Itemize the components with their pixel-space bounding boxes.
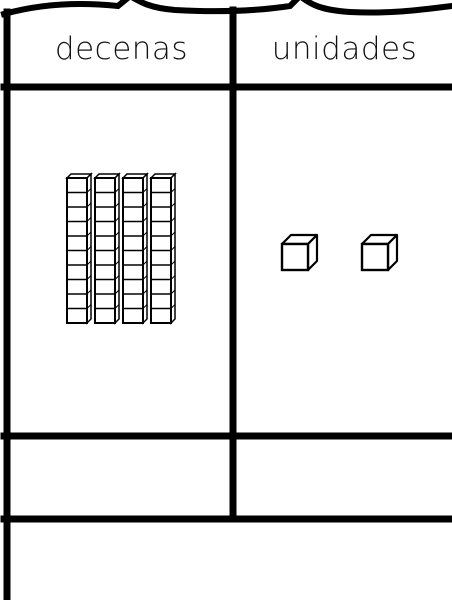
ten-rod-icon bbox=[123, 174, 147, 323]
answer-total-cell[interactable] bbox=[14, 525, 452, 600]
unit-cube-icon bbox=[282, 235, 317, 270]
tens-rods-group bbox=[67, 174, 175, 323]
header-tens: decenas bbox=[14, 14, 229, 84]
unit-cube-icon bbox=[362, 235, 397, 270]
header-ones: unidades bbox=[237, 14, 452, 84]
ten-rod-icon bbox=[95, 174, 119, 323]
ten-rod-icon bbox=[67, 174, 91, 323]
ten-rod-icon bbox=[151, 174, 175, 323]
answer-ones-cell[interactable] bbox=[238, 442, 452, 514]
answer-tens-cell[interactable] bbox=[14, 442, 228, 514]
wavy-top-border bbox=[4, 0, 452, 14]
unit-cubes-group bbox=[282, 235, 397, 270]
